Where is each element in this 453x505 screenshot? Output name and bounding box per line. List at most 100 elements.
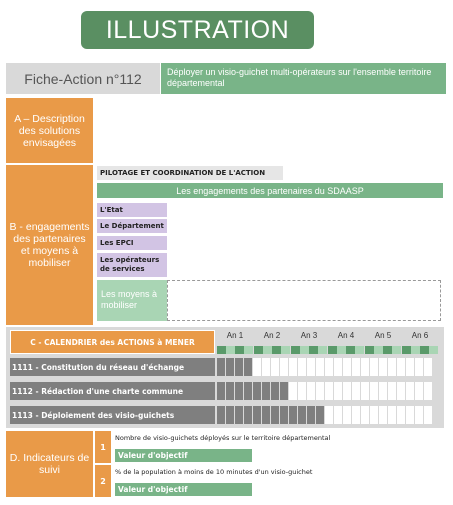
year-segment	[411, 346, 420, 354]
calendar-year: An 6	[411, 331, 429, 340]
calendar-cell-empty	[298, 358, 306, 376]
calendar-cell-empty	[406, 382, 414, 400]
calendar-year: An 5	[374, 331, 392, 340]
calendar-cell-empty	[424, 358, 432, 376]
calendar-year: An 2	[263, 331, 281, 340]
page-title: ILLUSTRATION	[81, 11, 314, 49]
calendar-cell-empty	[307, 382, 315, 400]
year-segment	[392, 346, 401, 354]
calendar-cell-empty	[379, 382, 387, 400]
calendar-cell-empty	[307, 358, 315, 376]
calendar-cell-empty	[325, 358, 333, 376]
calendar-cell-empty	[325, 382, 333, 400]
calendar-cell-empty	[325, 406, 333, 424]
calendar-cell-empty	[370, 382, 378, 400]
year-segment	[226, 346, 235, 354]
calendar-row-label: 1113 - Déploiement des visio-guichets	[10, 406, 215, 424]
year-segment	[244, 346, 253, 354]
year-segment	[309, 346, 318, 354]
calendar-cell-filled	[280, 382, 288, 400]
fiche-action-label: Fiche-Action n°112	[6, 63, 160, 94]
calendar-cell-filled	[271, 382, 279, 400]
partner-operateurs: Les opérateurs de services	[97, 253, 167, 277]
year-segment	[355, 346, 364, 354]
calendar-cell-empty	[388, 382, 396, 400]
calendar-cell-filled	[244, 382, 252, 400]
year-segment	[365, 346, 374, 354]
calendar-cell-empty	[280, 358, 288, 376]
calendar-cell-filled	[262, 406, 270, 424]
calendar-year: An 1	[226, 331, 244, 340]
calendar-cell-empty	[334, 382, 342, 400]
calendar-row-label: 1112 - Rédaction d'une charte commune	[10, 382, 215, 400]
indicator-text: Nombre de visio-guichets déployés sur le…	[115, 434, 331, 442]
calendar-cell-empty	[370, 406, 378, 424]
calendar-cell-empty	[424, 406, 432, 424]
calendar-cell-empty	[361, 382, 369, 400]
indicator-number: 1	[95, 431, 111, 463]
year-segment	[272, 346, 281, 354]
calendar-cell-empty	[334, 406, 342, 424]
calendar-cell-empty	[343, 382, 351, 400]
indicator-value-label: Valeur d'objectif	[115, 449, 252, 462]
calendar-cell-empty	[352, 358, 360, 376]
calendar-cell-filled	[226, 358, 234, 376]
calendar-cell-empty	[397, 358, 405, 376]
section-a-label: A – Description des solutions envisagées	[6, 98, 93, 163]
calendar-cell-filled	[253, 406, 261, 424]
calendar-cell-filled	[253, 382, 261, 400]
calendar-cell-filled	[280, 406, 288, 424]
calendar-header: C - CALENDRIER des ACTIONS à MENER	[10, 330, 215, 354]
calendar-cell-empty	[415, 382, 423, 400]
calendar-cell-filled	[244, 406, 252, 424]
calendar-cell-empty	[289, 358, 297, 376]
calendar-row-label: 1111 - Constitution du réseau d'échange	[10, 358, 215, 376]
calendar-year: An 4	[337, 331, 355, 340]
partner-epci: Les EPCI	[97, 236, 167, 250]
calendar-cell-empty	[397, 406, 405, 424]
calendar-cell-empty	[334, 358, 342, 376]
calendar-cell-empty	[388, 406, 396, 424]
calendar-cell-empty	[379, 406, 387, 424]
year-segment	[291, 346, 300, 354]
year-segment	[217, 346, 226, 354]
calendar-cell-empty	[424, 382, 432, 400]
moyens-box	[167, 280, 441, 321]
year-segment	[300, 346, 309, 354]
calendar-cell-empty	[289, 382, 297, 400]
calendar-cell-empty	[352, 406, 360, 424]
calendar-cell-empty	[253, 358, 261, 376]
moyens-label: Les moyens à mobiliser	[97, 280, 167, 321]
calendar-cell-filled	[298, 406, 306, 424]
calendar-cell-empty	[397, 382, 405, 400]
indicator-value-label: Valeur d'objectif	[115, 483, 252, 496]
calendar-cell-filled	[271, 406, 279, 424]
calendar-cell-empty	[361, 406, 369, 424]
calendar-cell-empty	[271, 358, 279, 376]
calendar-cell-filled	[289, 406, 297, 424]
calendar-cell-filled	[226, 382, 234, 400]
calendar-cell-filled	[235, 382, 243, 400]
calendar-cell-filled	[235, 406, 243, 424]
year-segment	[374, 346, 383, 354]
engagements-header: Les engagements des partenaires du SDAAS…	[97, 183, 443, 198]
calendar-cell-empty	[388, 358, 396, 376]
calendar-cell-empty	[343, 358, 351, 376]
year-segment	[337, 346, 346, 354]
calendar-cell-empty	[316, 358, 324, 376]
year-segment	[235, 346, 244, 354]
calendar-cell-filled	[217, 358, 225, 376]
year-segment	[420, 346, 429, 354]
partner-etat: L'Etat	[97, 203, 167, 217]
calendar-cell-empty	[415, 406, 423, 424]
calendar-cell-filled	[244, 358, 252, 376]
pilotage-header: PILOTAGE ET COORDINATION DE L'ACTION	[97, 166, 283, 180]
calendar-cell-empty	[370, 358, 378, 376]
year-segment	[383, 346, 392, 354]
calendar-cell-empty	[298, 382, 306, 400]
indicator-number: 2	[95, 465, 111, 497]
year-segment	[254, 346, 263, 354]
calendar-cell-empty	[379, 358, 387, 376]
calendar-cell-empty	[343, 406, 351, 424]
year-segment	[429, 346, 438, 354]
